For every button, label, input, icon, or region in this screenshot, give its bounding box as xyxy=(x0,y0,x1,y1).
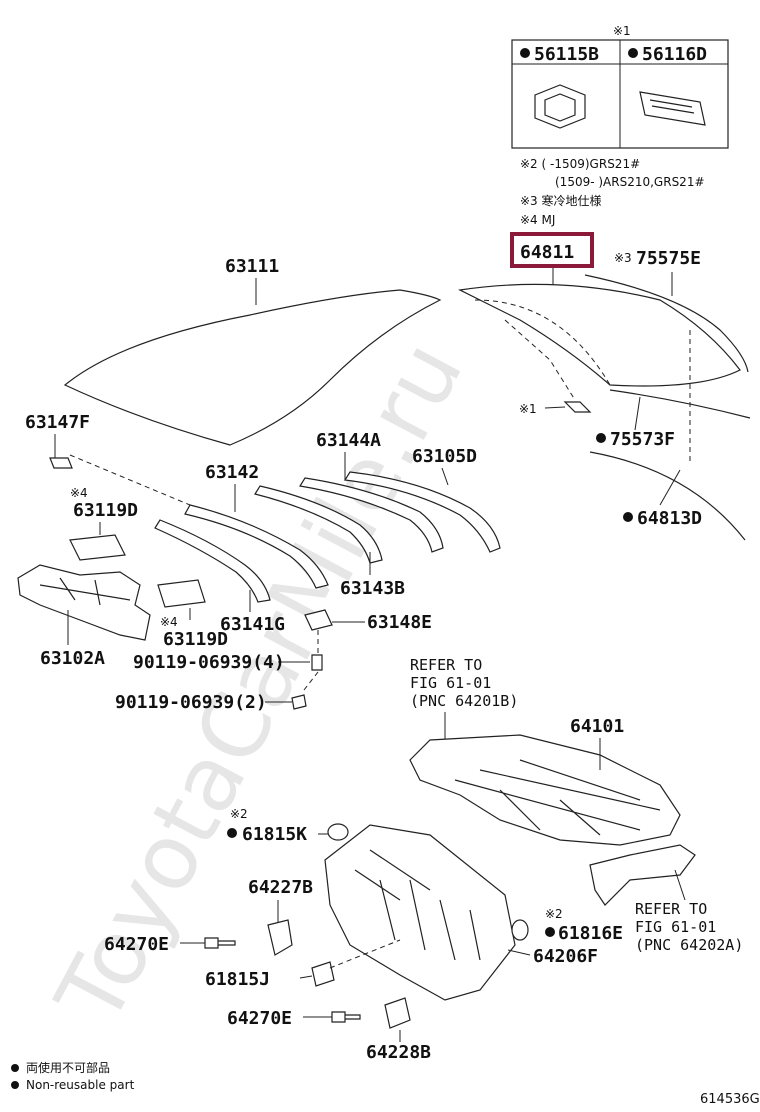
figure-id: 614536G xyxy=(700,1092,760,1107)
callout-63105D[interactable]: 63105D xyxy=(412,446,477,467)
bracket-64227B[interactable] xyxy=(267,919,293,956)
package-tray-64101[interactable] xyxy=(409,734,681,846)
callout-64206F[interactable]: 64206F xyxy=(533,946,598,967)
callout-63148E[interactable]: 63148E xyxy=(367,612,432,633)
callout-90119-06939-4[interactable]: 90119-06939(4) xyxy=(133,652,285,673)
bracket-63148E[interactable] xyxy=(304,609,333,631)
callout-64270E-a[interactable]: 64270E xyxy=(104,934,169,955)
side-bracket xyxy=(589,844,696,906)
callout-90119-06939-2[interactable]: 90119-06939(2) xyxy=(115,692,267,713)
refer-block-2[interactable]: REFER TO FIG 61-01 (PNC 64202A) xyxy=(635,900,743,954)
refer-1-line-2: FIG 61-01 xyxy=(410,674,491,692)
callout-63102A[interactable]: 63102A xyxy=(40,648,105,669)
callout-63143B[interactable]: 63143B xyxy=(340,578,405,599)
roof-bow-63144A[interactable] xyxy=(299,477,444,553)
inset-part-56115B[interactable]: 56115B xyxy=(534,44,599,65)
callout-61815K[interactable]: 61815K xyxy=(242,824,307,845)
callout-61815J[interactable]: 61815J xyxy=(205,969,270,990)
clip-56115B-drawing xyxy=(534,84,586,129)
roof-panel-63111[interactable] xyxy=(63,289,442,446)
callout-63141G[interactable]: 63141G xyxy=(220,614,285,635)
bracket-63147F[interactable] xyxy=(49,457,73,469)
mark-3: ※3 xyxy=(614,251,632,265)
callout-75575E[interactable]: 75575E xyxy=(636,248,701,269)
note-4: ※4 MJ xyxy=(520,213,555,227)
mark-4a: ※4 xyxy=(70,486,88,500)
molding-75573F[interactable] xyxy=(609,389,751,419)
roof-bow-63105D[interactable] xyxy=(343,471,501,553)
callout-61816E[interactable]: 61816E xyxy=(558,923,623,944)
callout-63142[interactable]: 63142 xyxy=(205,462,259,483)
bolt-90119-2[interactable] xyxy=(291,694,307,710)
refer-1-line-1: REFER TO xyxy=(410,656,482,674)
mark-1b: ※1 xyxy=(519,402,537,416)
header-panel-63102A[interactable] xyxy=(17,564,151,641)
callout-64813D[interactable]: 64813D xyxy=(637,508,702,529)
refer-2-line-1: REFER TO xyxy=(635,900,707,918)
plug-61815J[interactable] xyxy=(311,961,335,987)
plug-61815K[interactable] xyxy=(327,823,349,841)
callout-63147F[interactable]: 63147F xyxy=(25,412,90,433)
callout-64228B[interactable]: 64228B xyxy=(366,1042,431,1063)
back-glass-64811[interactable] xyxy=(458,283,741,387)
molding-75575E[interactable] xyxy=(584,274,749,373)
callout-63111[interactable]: 63111 xyxy=(225,256,279,277)
refer-2-line-2: FIG 61-01 xyxy=(635,918,716,936)
inset-box: ※1 56115B 56116D xyxy=(511,24,729,149)
inset-note-mark: ※1 xyxy=(613,24,631,38)
refer-block-1[interactable]: REFER TO FIG 61-01 (PNC 64201B) xyxy=(410,656,518,710)
callout-75573F[interactable]: 75573F xyxy=(610,429,675,450)
callout-64101[interactable]: 64101 xyxy=(570,716,624,737)
mark-2a: ※2 xyxy=(230,807,248,821)
bolt-64270E-a[interactable] xyxy=(204,937,236,949)
refer-1-line-3: (PNC 64201B) xyxy=(410,692,518,710)
note-2a: ※2 ( -1509)GRS21# xyxy=(520,157,640,171)
legend-jp: 両使用不可部品 xyxy=(26,1060,110,1075)
callout-64270E-b[interactable]: 64270E xyxy=(227,1008,292,1029)
spacer-56115B-location xyxy=(563,401,592,413)
back-panel-64206F[interactable] xyxy=(324,824,516,1001)
callout-64811[interactable]: 64811 xyxy=(520,242,574,263)
callout-64227B[interactable]: 64227B xyxy=(248,877,313,898)
note-3: ※3 寒冷地仕様 xyxy=(520,193,602,208)
bolt-90119-4[interactable] xyxy=(311,654,323,671)
highlight-box-64811 xyxy=(510,232,594,268)
callout-63119D-bottom[interactable]: 63119D xyxy=(163,629,228,650)
pad-63119D-bottom[interactable] xyxy=(157,579,206,608)
bracket-64228B[interactable] xyxy=(384,997,411,1029)
mark-4b: ※4 xyxy=(160,615,178,629)
roof-bow-63141G[interactable] xyxy=(154,519,271,603)
note-2b: (1509- )ARS210,GRS21# xyxy=(555,175,705,189)
weatherstrip-64813D[interactable] xyxy=(589,451,746,541)
legend: 両使用不可部品 Non-reusable part xyxy=(11,1060,135,1092)
mark-2b: ※2 xyxy=(545,907,563,921)
plug-61816E[interactable] xyxy=(511,919,529,941)
callout-63144A[interactable]: 63144A xyxy=(316,430,381,451)
legend-en: Non-reusable part xyxy=(26,1078,135,1092)
notes: ※2 ( -1509)GRS21# (1509- )ARS210,GRS21# … xyxy=(520,157,705,227)
pad-56116D-drawing xyxy=(639,91,706,126)
pad-63119D-top[interactable] xyxy=(69,534,126,561)
callout-63119D-top[interactable]: 63119D xyxy=(73,500,138,521)
roof-bow-63142[interactable] xyxy=(184,504,329,589)
refer-2-line-3: (PNC 64202A) xyxy=(635,936,743,954)
bolt-64270E-b[interactable] xyxy=(331,1011,361,1023)
inset-part-56116D[interactable]: 56116D xyxy=(642,44,707,65)
